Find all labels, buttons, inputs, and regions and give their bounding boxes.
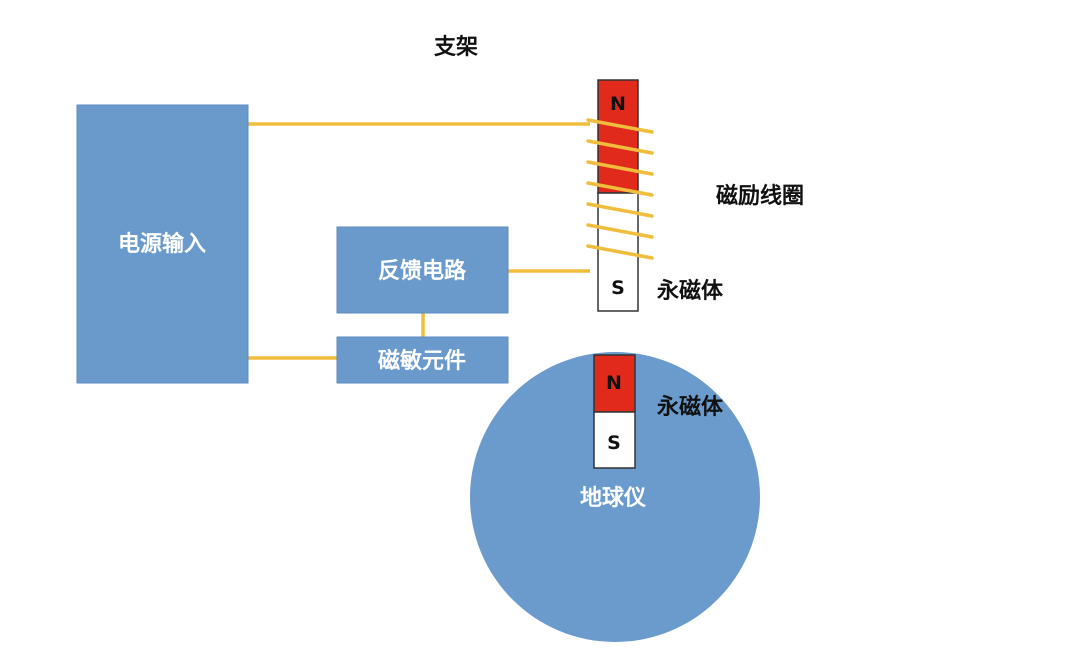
excitation-coil-label: 磁励线圈 <box>716 183 804 209</box>
globe-label: 地球仪 <box>580 486 647 511</box>
top-permanent-magnet-label: 永磁体 <box>657 278 724 304</box>
magnetic-sensor-box: 磁敏元件 <box>336 336 509 384</box>
globe-permanent-magnet-label: 永磁体 <box>657 394 724 420</box>
top-magnet-north-label: N <box>610 93 626 115</box>
power-input-label: 电源输入 <box>118 231 206 257</box>
top-magnet-south-label: S <box>611 277 625 299</box>
globe: 地球仪 <box>470 352 760 642</box>
globe-magnet-north-label: N <box>606 372 622 394</box>
bracket-label: 支架 <box>434 34 478 60</box>
feedback-circuit-label: 反馈电路 <box>378 258 467 284</box>
globe-magnet-south-label: S <box>607 432 621 454</box>
globe-permanent-magnet: N S <box>593 354 636 469</box>
feedback-circuit-box: 反馈电路 <box>336 226 509 314</box>
magnetic-sensor-label: 磁敏元件 <box>378 348 466 374</box>
top-permanent-magnet: N S <box>597 79 639 312</box>
power-input-box: 电源输入 <box>76 104 249 384</box>
excitation-coil <box>586 118 654 260</box>
